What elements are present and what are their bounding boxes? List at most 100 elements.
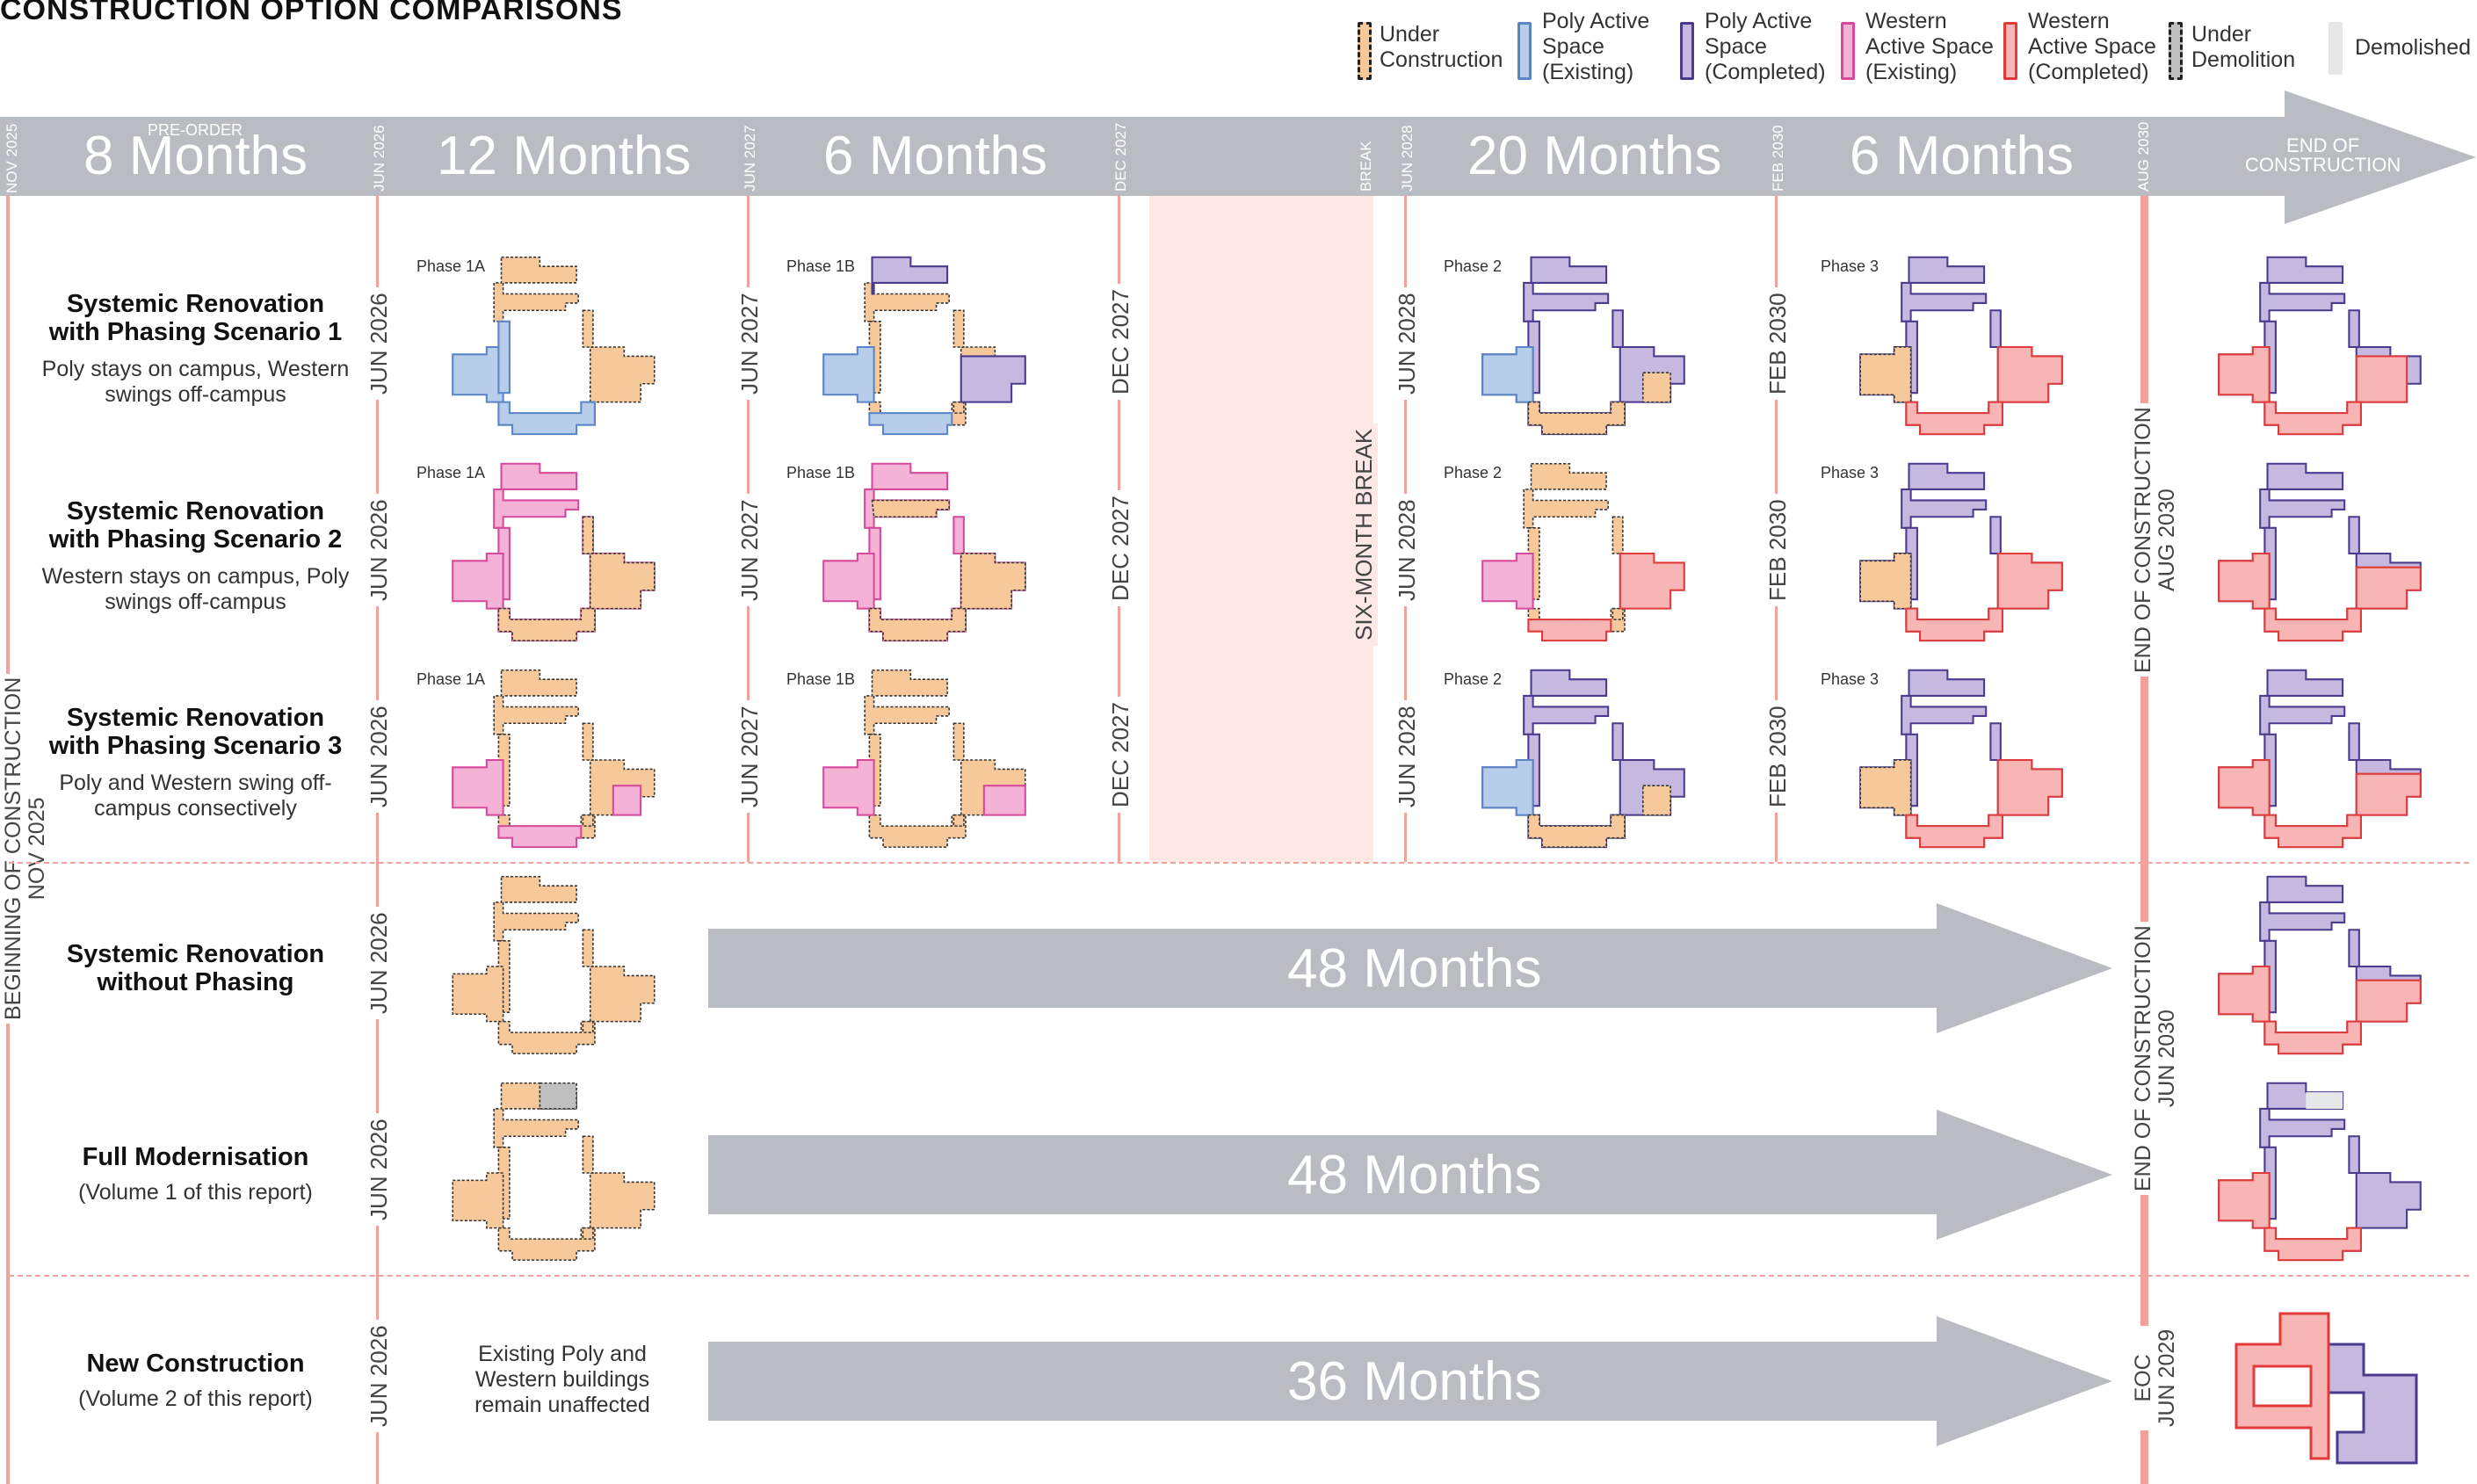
date-feb2030-r3: FEB 2030 [1764,700,1792,813]
date-feb2030-r1: FEB 2030 [1764,287,1792,400]
date-jun2028-r3: JUN 2028 [1394,700,1421,813]
row-3-subtitle: Poly and Western swing off-campus consec… [59,771,332,821]
duration-arrow-1-head [1937,903,2112,1033]
duration-arrow-2-label: 48 Months [1287,1145,1542,1205]
row-6-header: New Construction (Volume 2 of this repor… [18,1350,373,1412]
floor-plan-r3-p3 [1859,669,2063,849]
phase-label: Phase 3 [1821,670,1879,688]
head-dec2027: DEC 2027 [1112,122,1129,192]
head-jun2027: JUN 2027 [742,125,758,192]
date-dec2027-r1: DEC 2027 [1107,284,1134,400]
western-existing-swatch [1841,22,1855,80]
six-month-break-label: SIX-MONTH BREAK [1351,423,1378,646]
line-end [2140,196,2148,1484]
floor-plan-r2-p2 [1481,462,1685,642]
date-jun2028-r2: JUN 2028 [1394,494,1421,606]
row-6-title: New Construction [86,1350,305,1378]
head-break: BREAK [1358,141,1374,192]
duration-2: 12 Months [437,126,692,186]
duration-3: 6 Months [823,126,1048,186]
duration-1: 8 Months [83,126,308,186]
phase-label: Phase 1B [786,670,856,688]
duration-arrow-2 [708,1135,1938,1214]
duration-arrow-1 [708,929,1938,1008]
floor-plan-r4-final [2218,875,2422,1055]
duration-5: 6 Months [1850,126,2075,186]
date-feb2030-r2: FEB 2030 [1764,494,1792,606]
floor-plan-r1-p1a [452,256,655,436]
date-dec2027-r2: DEC 2027 [1107,490,1134,606]
pre-order-label: PRE-ORDER [148,121,243,139]
floor-plan-r3-p2 [1481,669,1685,849]
phase-label: Phase 1B [786,257,856,275]
poly-completed-swatch [1680,22,1694,80]
phase-label: Phase 3 [1821,257,1879,275]
floor-plan-r1-p1b [822,256,1026,436]
under-demolition-swatch [2169,22,2183,80]
phase-label: Phase 1A [416,670,486,688]
phase-label: Phase 2 [1444,257,1503,275]
row-5-header: Full Modernisation (Volume 1 of this rep… [18,1143,373,1205]
western-completed-swatch [2003,22,2017,80]
line-jun2026 [376,196,379,1484]
duration-arrow-3-label: 36 Months [1287,1351,1542,1412]
separator-2 [9,1275,2469,1277]
phase-label: Phase 1B [786,464,856,481]
date-jun2027-r3: JUN 2027 [736,700,764,813]
floor-plan-r3-p1b [822,669,1026,848]
floor-plan-r5-final [2218,1082,2422,1262]
head-feb2030: FEB 2030 [1770,125,1786,192]
row-5-subtitle: (Volume 1 of this report) [78,1180,313,1205]
floor-plan-r5-start [452,1082,655,1261]
head-jun2026: JUN 2026 [371,125,387,192]
floor-plan-r2-p3 [1859,462,2063,642]
duration-arrow-3-head [1937,1316,2112,1446]
duration-4: 20 Months [1467,126,1722,186]
phase-label: Phase 1A [416,257,486,275]
duration-arrow-1-label: 48 Months [1287,938,1542,999]
duration-arrow-3 [708,1342,1938,1421]
legend-demolished: Demolished [2355,35,2472,60]
date-dec2027-r3: DEC 2027 [1107,697,1134,813]
floor-plan-r3-final [2218,669,2422,849]
floor-plan-r3-p1a [452,669,655,849]
new-building-plan [2234,1312,2418,1465]
head-aug2030: AUG 2030 [2135,121,2152,192]
date-jun2028-r1: JUN 2028 [1394,287,1421,400]
date-jun2027-r2: JUN 2027 [736,494,764,606]
poly-existing-swatch [1517,22,1532,80]
floor-plan-r2-final [2218,462,2422,642]
floor-plan-r1-p3 [1859,256,2063,436]
demolished-swatch [2329,22,2343,75]
phase-label: Phase 1A [416,464,486,481]
six-month-break-area [1149,196,1373,862]
separator-1 [9,862,2469,864]
row-6-subtitle: (Volume 2 of this report) [78,1386,313,1411]
page-title: CONSTRUCTION OPTION COMPARISONS [0,0,623,26]
phase-label: Phase 2 [1444,464,1503,481]
timeline-arrow-head [2285,90,2476,224]
floor-plan-r2-p1b [822,462,1026,642]
row-5-title: Full Modernisation [82,1143,309,1171]
head-jun2028: JUN 2028 [1399,125,1416,192]
floor-plan-r4-start [452,875,655,1054]
